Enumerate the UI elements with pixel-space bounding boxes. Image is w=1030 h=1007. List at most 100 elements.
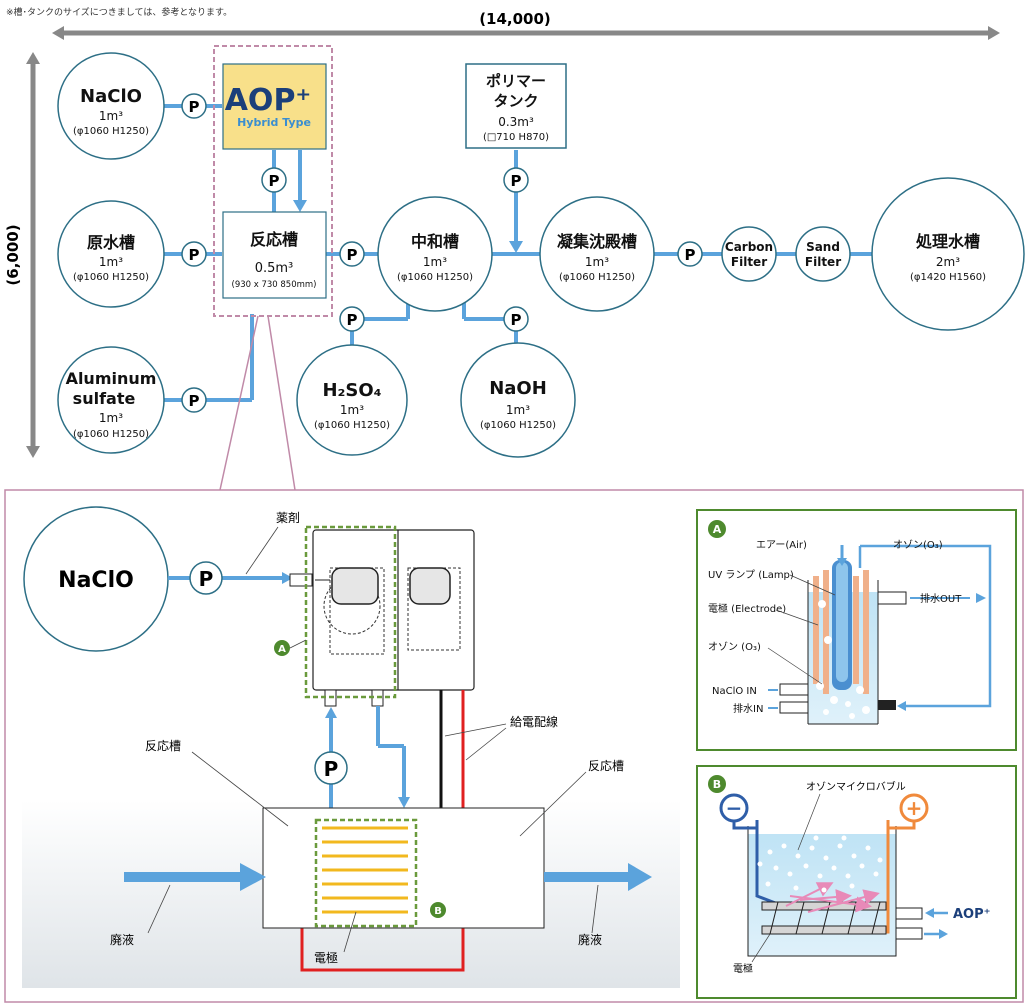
naclo-tank-size: (φ1060 H1250) (73, 126, 149, 137)
waste-label-right: 廃液 (578, 932, 602, 947)
up-arrow (325, 707, 337, 718)
panel-b-tank (747, 820, 948, 957)
neutral-tank-volume: 1m³ (423, 255, 447, 269)
svg-text:B: B (434, 906, 442, 917)
pump-icon: P (339, 241, 365, 267)
pump-icon: P (181, 93, 207, 119)
reaction-tank-volume: 0.5m³ (255, 261, 294, 276)
raw-tank-name: 原水槽 (87, 233, 135, 252)
svg-text:P: P (511, 311, 522, 329)
leader-line (797, 793, 821, 851)
panel-a-reactor (768, 544, 992, 725)
h2so4-tank-name: H₂SO₄ (322, 380, 381, 401)
naoh-tank-name: NaOH (489, 378, 547, 399)
pump-icon: P (503, 167, 529, 193)
marker-a: A (274, 639, 307, 656)
wire-leader (465, 727, 507, 761)
h2so4-tank-size: (φ1060 H1250) (314, 420, 390, 431)
minus-terminal-icon: − (719, 793, 759, 836)
leader-line (591, 884, 599, 934)
panel-a-electrode: 電極 (Electrode) (708, 602, 786, 615)
panel-a-uv: UV ランプ (Lamp) (708, 569, 794, 581)
aop-unit (222, 63, 327, 150)
svg-text:+: + (906, 796, 923, 820)
aop-title: AOP⁺ (225, 83, 312, 118)
naoh-tank (460, 342, 576, 458)
panel-b-microbubble: オゾンマイクロバブル (806, 780, 906, 793)
svg-text:P: P (347, 246, 358, 264)
naclo-tank-name: NaClO (80, 86, 142, 107)
svg-text:B: B (713, 778, 721, 791)
sand-filter-name-1: Sand (806, 240, 840, 254)
polymer-tank (465, 63, 567, 149)
svg-text:P: P (685, 246, 696, 264)
svg-text:−: − (726, 796, 743, 820)
neutral-tank-name: 中和槽 (411, 232, 459, 251)
sand-filter-name-2: Filter (805, 255, 841, 269)
panel-a-ozone: オゾン (O₃) (708, 641, 761, 653)
svg-text:P: P (511, 172, 522, 190)
aluminum-sulfate-tank (57, 346, 165, 454)
alum-tank-name-1: Aluminum (66, 369, 157, 388)
leader-line (751, 933, 771, 963)
naoh-tank-size: (φ1060 H1250) (480, 420, 556, 431)
pump-icon: P (181, 387, 207, 413)
svg-text:P: P (189, 392, 200, 410)
pumps-top: P P P P P P P P P (181, 93, 703, 413)
chemical-label: 薬剤 (276, 510, 300, 525)
coag-tank-name: 凝集沈殿槽 (557, 232, 637, 251)
panel-a-ozone-top: オゾン(O₃) (893, 539, 943, 551)
marker-b: B (430, 902, 446, 918)
leader-line (343, 911, 357, 953)
carbon-filter-name-1: Carbon (725, 240, 773, 254)
power-wire-label: 給電配線 (510, 714, 558, 729)
leader-line (519, 771, 587, 837)
panel-a-drain-in: 排水IN (733, 702, 763, 715)
polymer-tank-name-2: タンク (493, 92, 538, 110)
polymer-tank-size: (□710 H870) (483, 132, 549, 143)
panel-b-marker: B (708, 775, 726, 793)
raw-water-tank (57, 200, 165, 308)
pump-icon: P (677, 241, 703, 267)
h2so4-tank-volume: 1m³ (340, 403, 364, 417)
reaction-tank-name: 反応槽 (250, 230, 298, 249)
panel-a-naclo-in: NaClO IN (712, 686, 757, 697)
pump-icon: P (261, 167, 287, 193)
aop-dashed-frame (213, 45, 333, 317)
width-label: (14,000) (479, 10, 551, 28)
svg-text:P: P (189, 246, 200, 264)
svg-text:P: P (189, 98, 200, 116)
alum-tank-size: (φ1060 H1250) (73, 429, 149, 440)
reaction-label-left: 反応槽 (145, 739, 181, 753)
arrow-aop-to-reaction (293, 200, 307, 212)
plus-terminal-icon: + (886, 793, 929, 836)
treated-tank-name: 処理水槽 (916, 232, 980, 251)
panel-a-drain-out: 排水OUT (920, 592, 962, 605)
sand-filter (795, 226, 851, 282)
panel-a-leaders (767, 574, 836, 685)
panel-a-air: エアー(Air) (756, 540, 807, 551)
width-dimension: (14,000) (52, 10, 1000, 40)
aop-device (289, 525, 475, 707)
raw-tank-size: (φ1060 H1250) (73, 272, 149, 283)
panel-b-aop: AOP⁺ (953, 907, 991, 922)
reaction-label-right: 反応槽 (588, 759, 624, 773)
reaction-tank (222, 211, 327, 299)
chemical-arrow (282, 572, 293, 584)
treated-water-tank (871, 177, 1025, 331)
detail-naclo-name: NaClO (58, 568, 134, 593)
pump-icon: P (503, 306, 529, 332)
svg-text:A: A (278, 644, 286, 655)
alum-tank-name-2: sulfate (73, 389, 136, 408)
arrow-polymer-to-line (509, 241, 523, 253)
polymer-tank-volume: 0.3m³ (498, 115, 534, 129)
raw-tank-volume: 1m³ (99, 255, 123, 269)
electrode-label: 電極 (314, 950, 338, 965)
pump-icon: P (339, 306, 365, 332)
panel-b-electrode: 電極 (733, 962, 753, 975)
height-label: (6,000) (4, 224, 22, 285)
naoh-tank-volume: 1m³ (506, 403, 530, 417)
svg-text:A: A (713, 523, 722, 536)
aop-subtitle: Hybrid Type (237, 116, 311, 129)
